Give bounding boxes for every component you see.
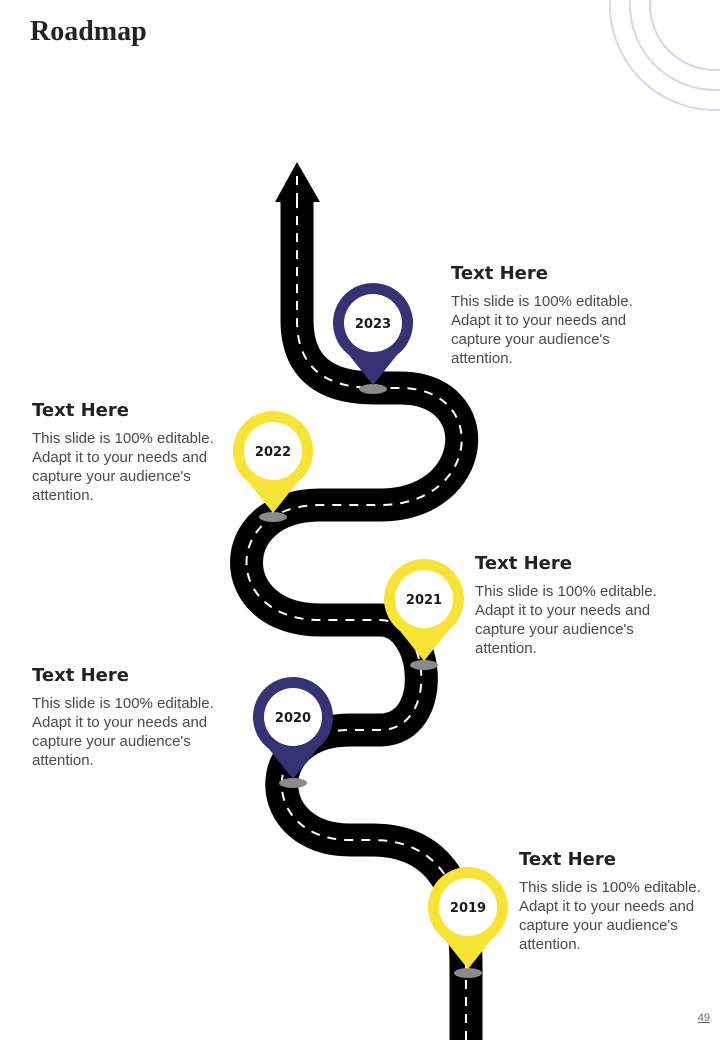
- pin-shadow: [410, 660, 438, 670]
- pin-shadow: [359, 384, 387, 394]
- road: [230, 162, 483, 1040]
- milestone-body: This slide is 100% editable. Adapt it to…: [32, 430, 214, 504]
- milestone-2020: Text Here This slide is 100% editable. A…: [32, 665, 232, 770]
- decor-arc-outer: [609, 0, 720, 111]
- pin-center: [439, 878, 497, 936]
- page-number: 49: [697, 1012, 710, 1024]
- milestone-body: This slide is 100% editable. Adapt it to…: [475, 583, 657, 657]
- map-pin-2023: 2023: [333, 282, 414, 394]
- pin-year-label: 2022: [255, 445, 291, 460]
- milestone-heading: Text Here: [32, 665, 129, 686]
- decorative-arcs: [609, 0, 720, 111]
- milestone-body: This slide is 100% editable. Adapt it to…: [451, 293, 633, 367]
- map-pin-2021: 2021: [384, 558, 465, 670]
- pin-center: [244, 422, 302, 480]
- decor-arc-middle: [629, 0, 720, 91]
- pin-shadow: [259, 512, 287, 522]
- milestone-heading: Text Here: [519, 849, 616, 870]
- milestone-2022: Text Here This slide is 100% editable. A…: [32, 400, 232, 505]
- pin-center: [344, 294, 402, 352]
- pin-shadow: [454, 968, 482, 978]
- year-pins: 2023 2022 2021 2020 2019: [233, 282, 509, 978]
- pin-year-label: 2019: [450, 901, 486, 916]
- pin-year-label: 2021: [406, 593, 442, 608]
- milestone-heading: Text Here: [32, 400, 129, 421]
- milestone-2021: Text Here This slide is 100% editable. A…: [475, 553, 675, 658]
- milestone-heading: Text Here: [451, 263, 548, 284]
- milestone-2019: Text Here This slide is 100% editable. A…: [519, 849, 719, 954]
- map-pin-2020: 2020: [253, 676, 333, 788]
- pin-year-label: 2023: [355, 317, 391, 332]
- pin-shadow: [279, 778, 307, 788]
- page-title: Roadmap: [30, 16, 147, 47]
- milestone-2023: Text Here This slide is 100% editable. A…: [451, 263, 651, 368]
- decor-arc-inner: [649, 0, 720, 71]
- road-lane-marking: [245, 200, 467, 1040]
- map-pin-2019: 2019: [428, 866, 509, 978]
- pin-center: [264, 688, 322, 746]
- map-pin-2022: 2022: [233, 410, 313, 522]
- milestone-body: This slide is 100% editable. Adapt it to…: [519, 879, 701, 953]
- milestone-heading: Text Here: [475, 553, 572, 574]
- pin-center: [395, 570, 453, 628]
- milestone-body: This slide is 100% editable. Adapt it to…: [32, 695, 214, 769]
- pin-year-label: 2020: [275, 711, 311, 726]
